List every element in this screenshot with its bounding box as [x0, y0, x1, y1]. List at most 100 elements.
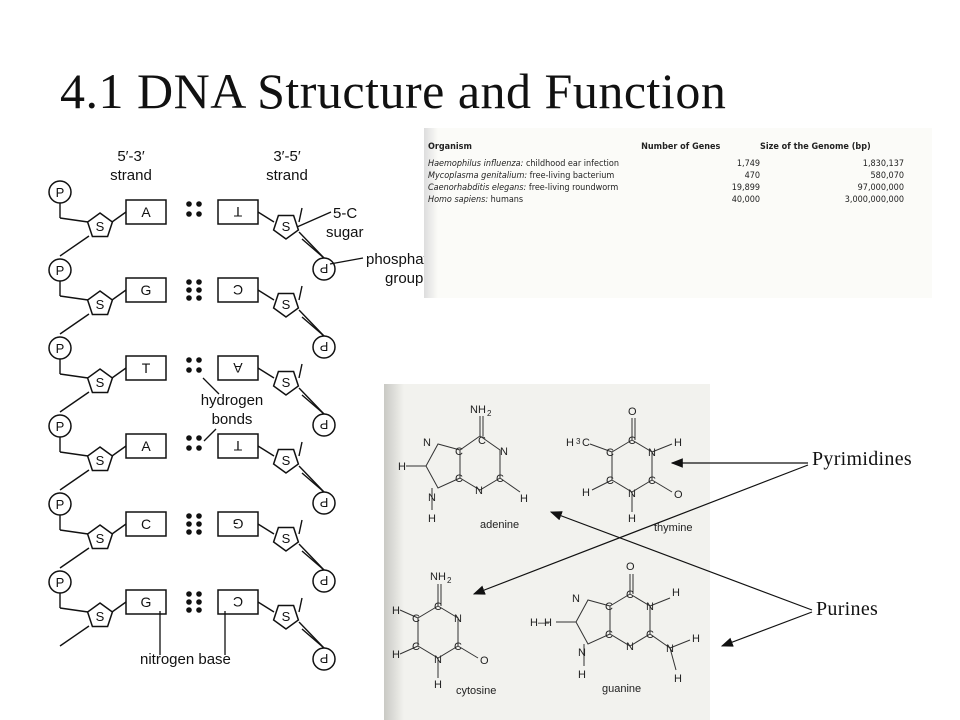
hydrogen-bond-dot	[196, 599, 202, 605]
sugar-base-bond	[257, 445, 275, 457]
thymine-label: thymine	[654, 522, 693, 534]
table-row: Haemophilus influenza: childhood ear inf…	[424, 158, 932, 170]
annotation-text: 5-C sugar phosphate group hydrogen bonds…	[140, 205, 436, 668]
sugar-leader-line	[296, 211, 332, 228]
hydrogen-bond-dot	[186, 295, 192, 301]
pyrimidines-label: Pyrimidines	[812, 448, 912, 470]
sugar-symbol: S	[96, 375, 105, 390]
backbone-line	[59, 625, 90, 647]
hydrogen-bond-dot	[196, 607, 202, 613]
svg-text:O: O	[480, 655, 489, 667]
right-base-box	[217, 277, 259, 303]
svg-text:H: H	[520, 493, 528, 505]
svg-text:C: C	[455, 473, 463, 485]
svg-text:H: H	[544, 617, 552, 629]
genome-table-image: Organism Number of Genes Size of the Gen…	[424, 128, 932, 298]
backbone-line	[298, 441, 303, 457]
hydrogen-bond-dot	[186, 529, 192, 535]
backbone-line	[298, 207, 303, 223]
backbone-line	[59, 235, 90, 257]
sugar-icon	[272, 448, 300, 474]
svg-text:H: H	[674, 673, 682, 685]
svg-text:C: C	[478, 435, 486, 447]
purines-label: Purines	[816, 598, 879, 620]
sugar-symbol: S	[96, 531, 105, 546]
sugar-label-line2: sugar	[326, 224, 364, 241]
sugar-symbol: S	[282, 453, 291, 468]
hbond-leader-line-2	[203, 428, 217, 442]
svg-text:H—: H—	[530, 617, 549, 629]
backbone-line	[298, 285, 303, 301]
hydrogen-bond-dot	[186, 287, 192, 293]
svg-text:NH: NH	[470, 404, 486, 416]
sugar-label-line1: 5-C	[333, 205, 357, 222]
svg-text:C: C	[496, 473, 504, 485]
svg-text:N: N	[646, 601, 654, 613]
table-row: Homo sapiens: humans 40,000 3,000,000,00…	[424, 194, 932, 206]
hydrogen-bond-dot	[196, 367, 202, 373]
left-strand-label-line2: strand	[110, 167, 152, 184]
sugar-base-bond	[111, 289, 127, 301]
scan-shadow	[424, 128, 438, 298]
svg-text:H: H	[674, 437, 682, 449]
right-strand-label-line1: 3′-5′	[273, 148, 300, 165]
species-name: Homo sapiens:	[428, 195, 489, 205]
svg-text:C: C	[605, 601, 613, 613]
phosphate-symbol: P	[56, 419, 65, 434]
svg-text:H: H	[392, 605, 400, 617]
hydrogen-bond-dot	[186, 591, 192, 597]
backbone-line	[301, 628, 325, 649]
backbone-line	[298, 597, 303, 613]
table-row: Mycoplasma genitalium: free-living bacte…	[424, 170, 932, 182]
right-base-box	[217, 511, 259, 537]
sugar-icon	[86, 212, 114, 238]
hydrogen-bond-dot	[186, 521, 192, 527]
hydrogen-bond-dot	[196, 279, 202, 285]
hydrogen-bond-dot	[196, 529, 202, 535]
svg-text:H: H	[392, 649, 400, 661]
left-strand-label-line1: 5′-3′	[117, 148, 144, 165]
left-base-letter: G	[141, 282, 152, 298]
backbone-line	[59, 313, 90, 335]
genome-size-cell: 97,000,000	[857, 183, 904, 193]
backbone-line	[301, 550, 325, 571]
backbone-line	[59, 469, 90, 491]
sugar-symbol: S	[96, 219, 105, 234]
phosphate-symbol: P	[56, 497, 65, 512]
phosphate-symbol: P	[320, 495, 329, 510]
svg-text:N: N	[578, 647, 586, 659]
species-description: childhood ear infection	[525, 159, 619, 169]
sugar-icon	[272, 292, 300, 318]
sugar-base-bond	[257, 601, 275, 613]
svg-text:N: N	[648, 447, 656, 459]
sugar-symbol: S	[96, 297, 105, 312]
phosphate-symbol: P	[56, 341, 65, 356]
backbone-line	[59, 529, 89, 535]
backbone-line	[59, 607, 89, 613]
right-base-letter: T	[233, 204, 242, 220]
species-name: Haemophilus influenza:	[428, 159, 524, 169]
hbond-leader-line-1	[202, 377, 220, 395]
svg-text:N: N	[666, 643, 674, 655]
svg-text:C: C	[455, 446, 463, 458]
species-name: Mycoplasma genitalium:	[428, 171, 528, 181]
phosphate-leader-line	[329, 257, 364, 265]
left-base-letter: A	[141, 438, 151, 454]
svg-text:C: C	[412, 613, 420, 625]
svg-text:2: 2	[487, 409, 492, 418]
sugar-icon	[272, 526, 300, 552]
svg-text:NH: NH	[430, 571, 446, 583]
gene-count-cell: 1,749	[736, 159, 761, 169]
genome-size-cell: 3,000,000,000	[844, 195, 904, 205]
sugar-base-bond	[111, 523, 127, 535]
hydrogen-bond-dot	[196, 357, 202, 363]
svg-text:C: C	[648, 475, 656, 487]
sugar-icon	[272, 604, 300, 630]
sugar-icon	[86, 368, 114, 394]
hydrogen-bond-dot	[186, 367, 192, 373]
adenine-label: adenine	[480, 519, 519, 531]
hydrogen-bond-dot	[196, 287, 202, 293]
